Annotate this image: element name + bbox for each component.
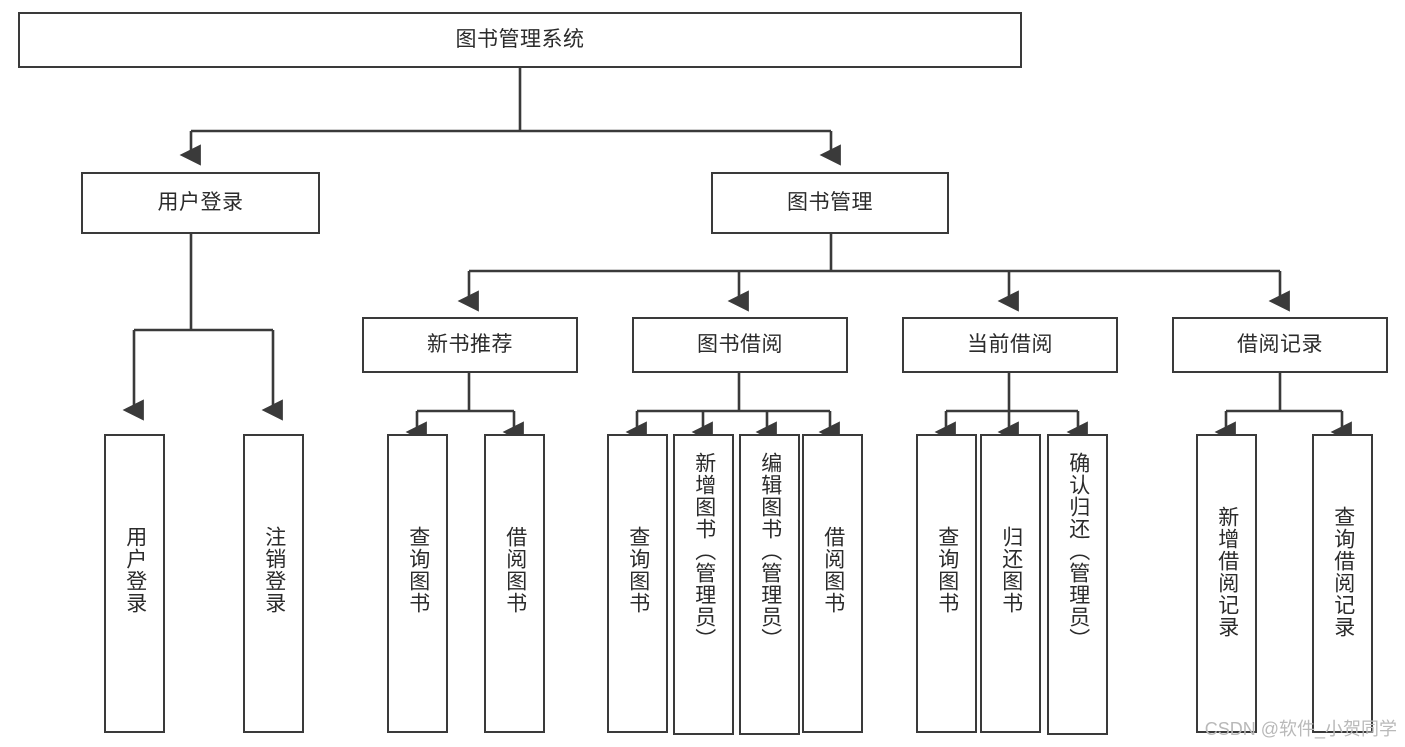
leaf-record-add-record[interactable]: 新增借阅记录	[1196, 434, 1257, 733]
leaf-current-query-book[interactable]: 查询图书	[916, 434, 977, 733]
node-current-borrow[interactable]: 当前借阅	[902, 317, 1118, 373]
leaf-new-book-query[interactable]: 查询图书	[387, 434, 448, 733]
node-borrow-record-label: 借阅记录	[1237, 332, 1323, 356]
leaf-label: 查询图书	[935, 526, 959, 614]
watermark-text: CSDN @软件_小贺同学	[1204, 719, 1397, 739]
leaf-record-query-record[interactable]: 查询借阅记录	[1312, 434, 1373, 733]
node-book-borrow[interactable]: 图书借阅	[632, 317, 848, 373]
leaf-borrow-add-book[interactable]: 新增图书（管理员）	[673, 434, 734, 735]
leaf-current-return-book[interactable]: 归还图书	[980, 434, 1041, 733]
leaf-borrow-query-book[interactable]: 查询图书	[607, 434, 668, 733]
node-user-login[interactable]: 用户登录	[81, 172, 320, 234]
leaf-label: 注销登录	[262, 526, 286, 614]
node-borrow-record[interactable]: 借阅记录	[1172, 317, 1388, 373]
leaf-borrow-borrow-book[interactable]: 借阅图书	[802, 434, 863, 733]
leaf-new-book-borrow[interactable]: 借阅图书	[484, 434, 545, 733]
node-new-book-recommend-label: 新书推荐	[427, 332, 513, 356]
node-book-management-label: 图书管理	[787, 190, 873, 214]
node-book-borrow-label: 图书借阅	[697, 332, 783, 356]
leaf-user-login-logout[interactable]: 注销登录	[243, 434, 304, 733]
node-user-login-label: 用户登录	[157, 190, 244, 214]
leaf-label: 编辑图书（管理员）	[758, 452, 782, 650]
leaf-label: 查询借阅记录	[1331, 506, 1355, 638]
node-current-borrow-label: 当前借阅	[967, 332, 1053, 356]
leaf-label: 用户登录	[123, 526, 147, 614]
leaf-user-login-login[interactable]: 用户登录	[104, 434, 165, 733]
leaf-label: 借阅图书	[821, 526, 845, 614]
leaf-label: 归还图书	[999, 526, 1023, 614]
node-root[interactable]: 图书管理系统	[18, 12, 1022, 68]
leaf-label: 查询图书	[626, 526, 650, 614]
leaf-label: 确认归还（管理员）	[1066, 452, 1090, 650]
node-book-management[interactable]: 图书管理	[711, 172, 949, 234]
leaf-current-confirm-return[interactable]: 确认归还（管理员）	[1047, 434, 1108, 735]
leaf-label: 查询图书	[406, 526, 430, 614]
node-new-book-recommend[interactable]: 新书推荐	[362, 317, 578, 373]
leaf-label: 新增借阅记录	[1215, 506, 1239, 638]
node-root-label: 图书管理系统	[455, 27, 585, 51]
leaf-label: 借阅图书	[503, 526, 527, 614]
leaf-label: 新增图书（管理员）	[692, 452, 716, 650]
leaf-borrow-edit-book[interactable]: 编辑图书（管理员）	[739, 434, 800, 735]
